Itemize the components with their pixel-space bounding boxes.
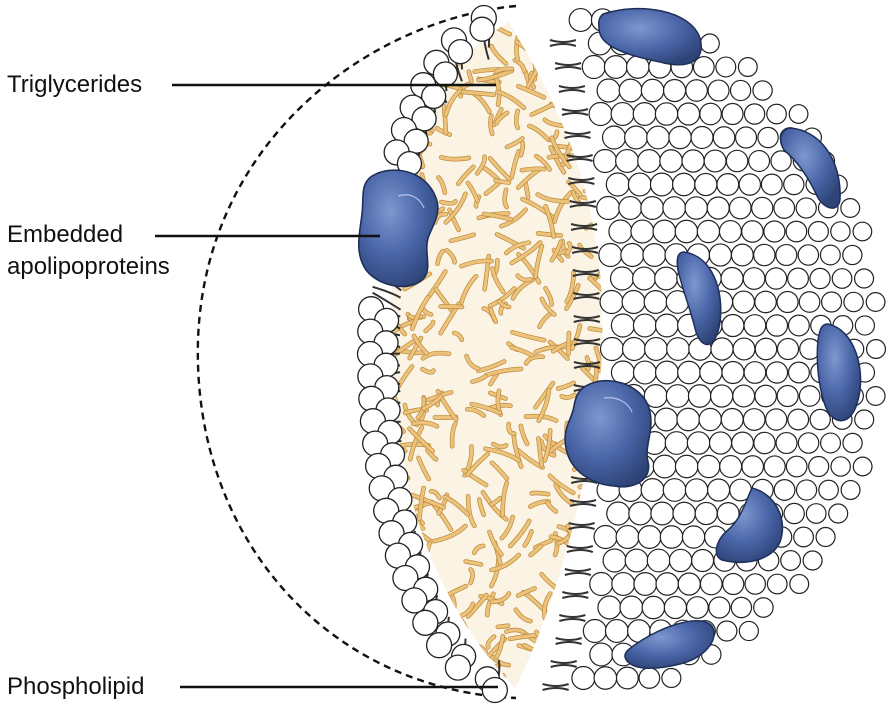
surface-apolipoproteins (598, 7, 862, 669)
apolipoprotein-icon (357, 169, 439, 288)
embedded-apolipoproteins (357, 169, 652, 488)
apolipoprotein-icon (564, 379, 652, 488)
apolipoprotein-icon (779, 127, 841, 209)
apolipoprotein-icon (598, 7, 702, 66)
apolipoprotein-icon (715, 487, 784, 563)
apolipoprotein-icon (624, 620, 715, 669)
apolipoprotein-icon (676, 251, 722, 345)
label-triglycerides: Triglycerides (7, 71, 143, 98)
particle-outline-dashed (196, 4, 517, 700)
label-embedded-line1: Embedded (7, 221, 124, 248)
phospholipid-heads-edge (356, 4, 508, 704)
apolipoprotein-icon (816, 323, 862, 422)
label-phospholipid: Phospholipid (7, 673, 145, 700)
label-embedded-line2: apolipoproteins (7, 253, 170, 280)
